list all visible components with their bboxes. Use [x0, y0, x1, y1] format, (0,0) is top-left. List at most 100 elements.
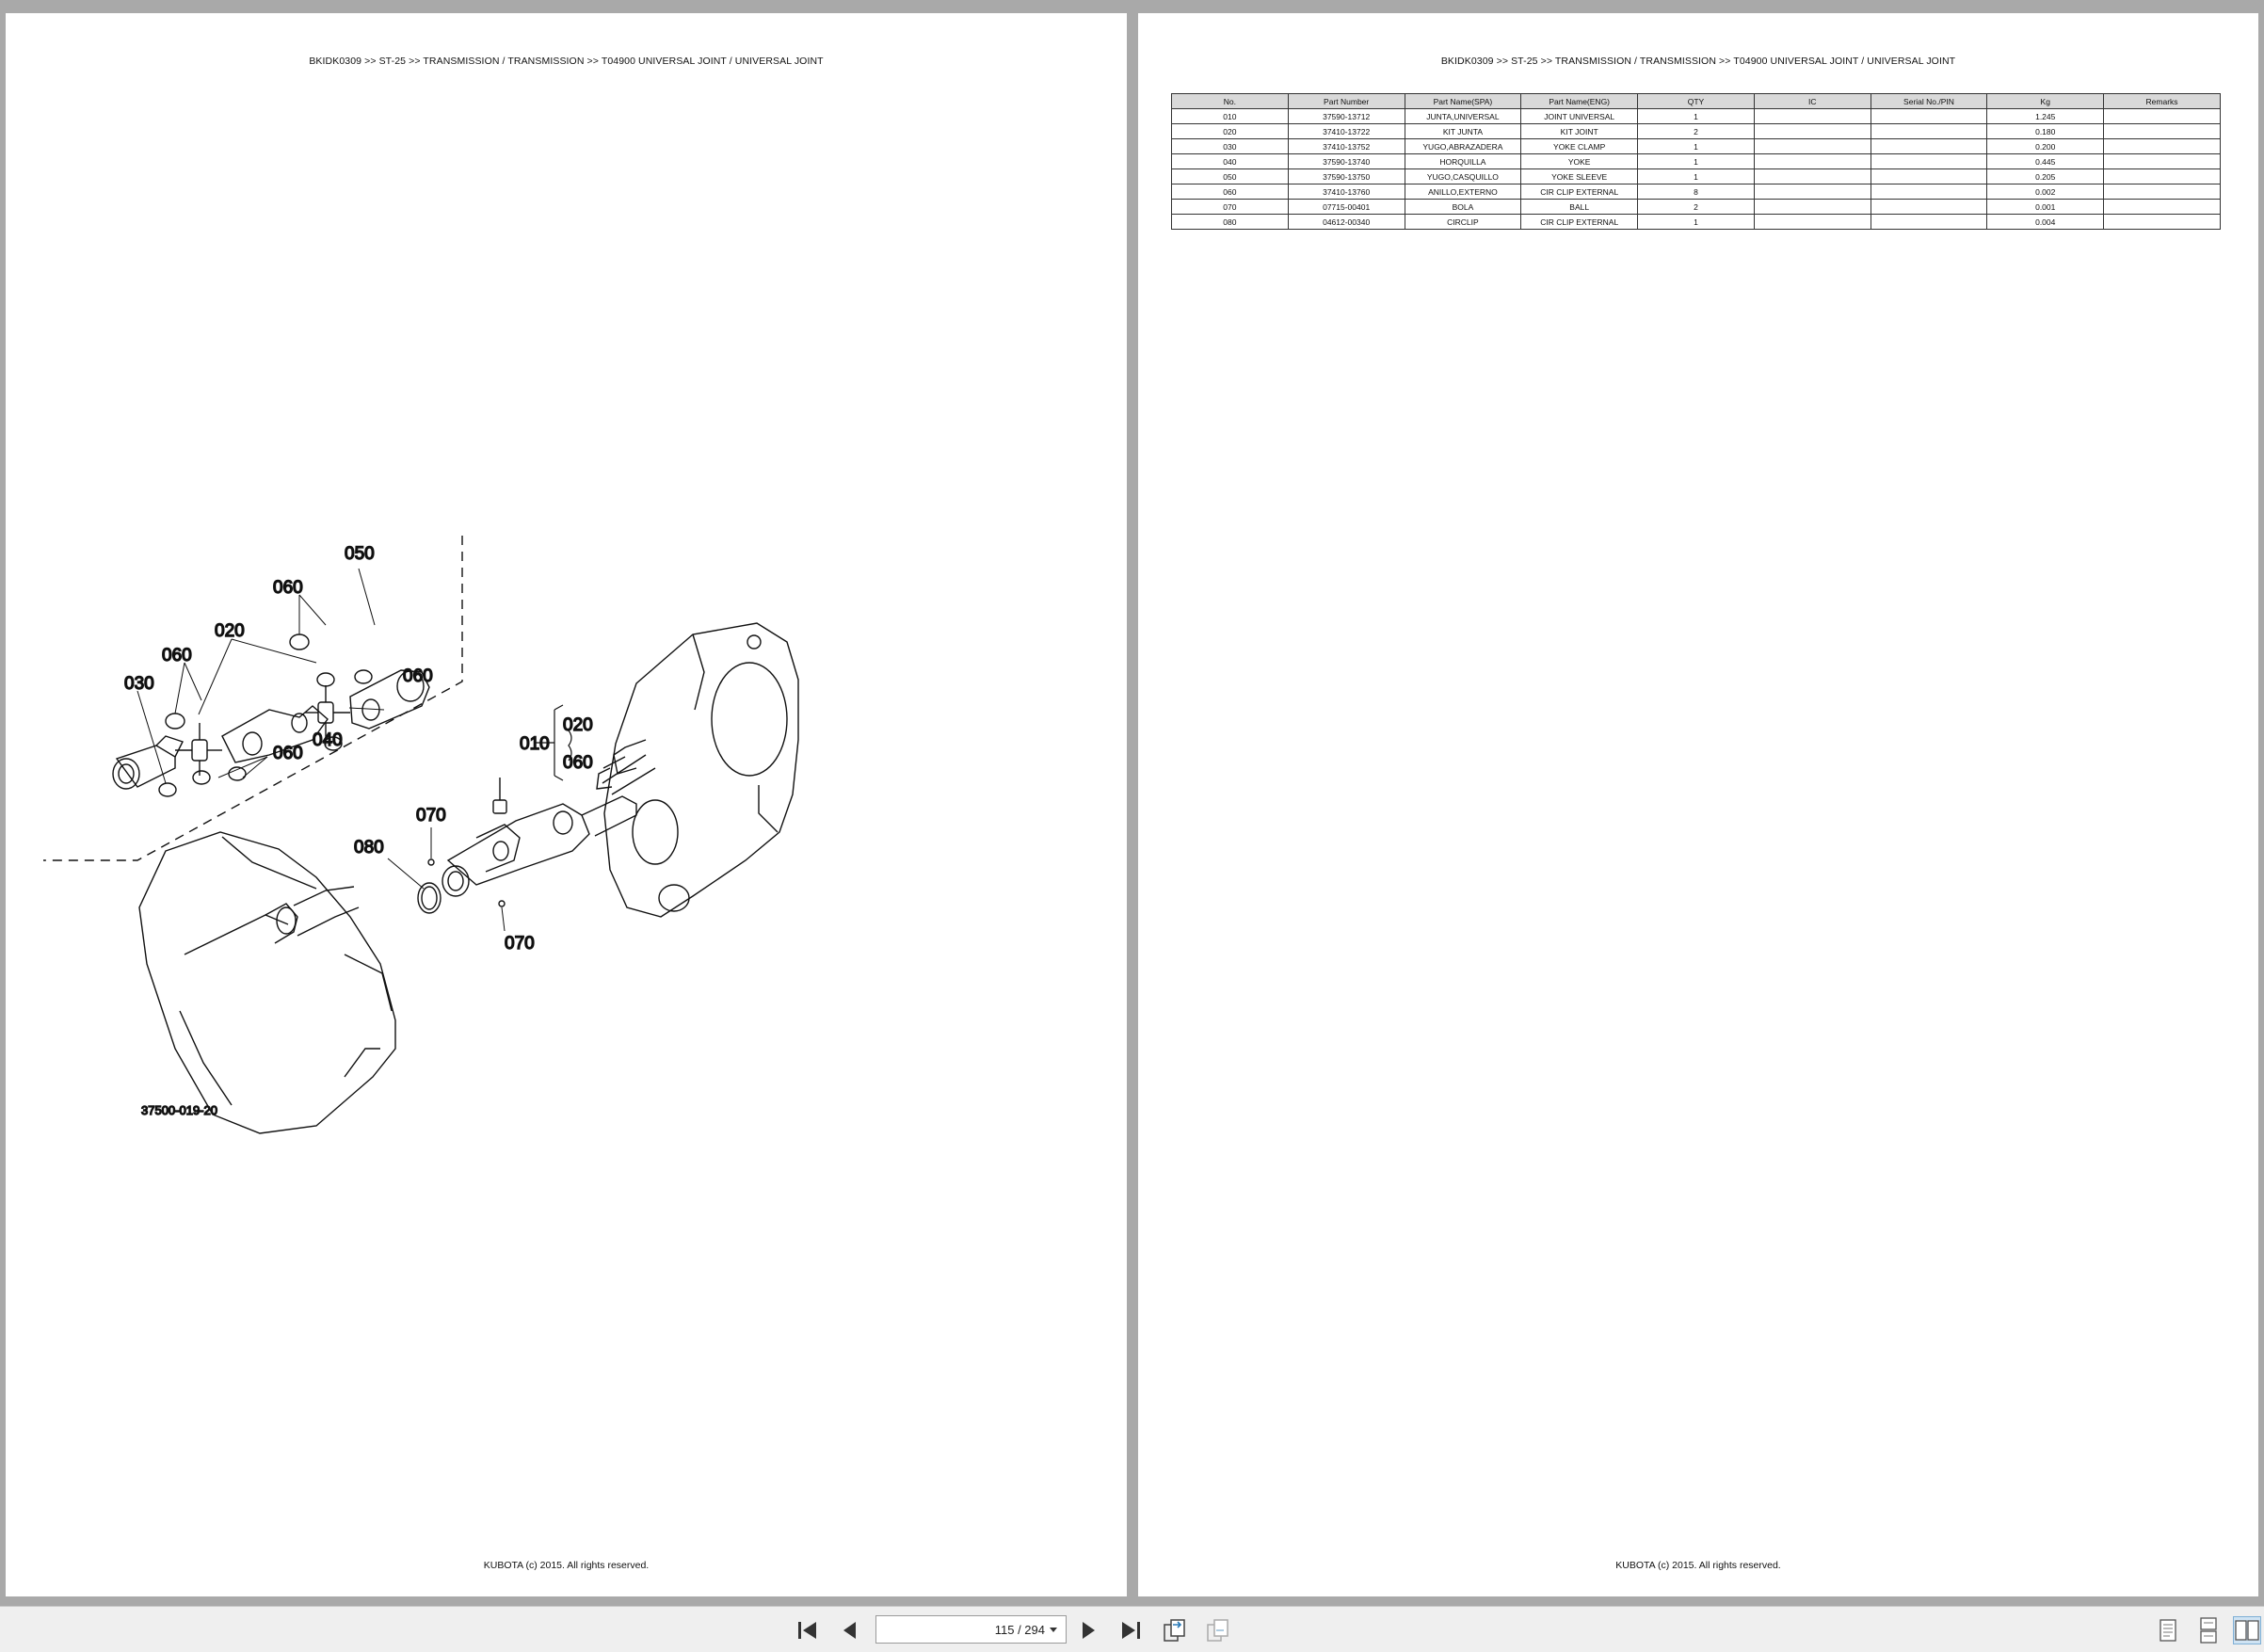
table-cell: HORQUILLA	[1404, 153, 1522, 169]
fit-page-button[interactable]	[1161, 1616, 1189, 1644]
table-cell: 0.205	[1986, 168, 2105, 184]
table-cell: 04612-00340	[1287, 214, 1405, 230]
leader-lines-middle	[387, 827, 506, 932]
table-header-row: No. Part Number Part Name(SPA) Part Name…	[1171, 93, 2221, 109]
table-cell: 030	[1171, 138, 1289, 154]
page-number-input[interactable]: 115 / 294	[875, 1615, 1067, 1644]
table-cell	[2103, 138, 2221, 154]
first-page-button[interactable]	[794, 1616, 822, 1644]
table-cell	[2103, 123, 2221, 139]
diagram-label: 020	[215, 621, 245, 641]
table-row: 020 37410-13722 KIT JUNTA KIT JOINT 2 0.…	[1171, 123, 2221, 139]
previous-page-button[interactable]	[835, 1616, 863, 1644]
diagram-label: 060	[403, 666, 433, 686]
next-page-button[interactable]	[1075, 1616, 1103, 1644]
table-cell	[2103, 214, 2221, 230]
table-cell: 040	[1171, 153, 1289, 169]
table-cell: 1	[1637, 153, 1755, 169]
single-page-view-button[interactable]	[2154, 1616, 2182, 1644]
table-cell: 0.200	[1986, 138, 2105, 154]
yoke-clamp-part	[112, 735, 184, 790]
table-cell: 070	[1171, 199, 1289, 215]
diagram-label: 060	[563, 753, 593, 773]
table-row: 070 07715-00401 BOLA BALL 2 0.001	[1171, 199, 2221, 215]
column-header: QTY	[1637, 93, 1755, 109]
two-page-view-button[interactable]	[2233, 1616, 2261, 1644]
table-cell	[1753, 108, 1871, 124]
table-cell: 2	[1637, 123, 1755, 139]
table-cell	[1753, 168, 1871, 184]
table-cell: 1	[1637, 214, 1755, 230]
table-cell: 37410-13722	[1287, 123, 1405, 139]
navigation-toolbar: 115 / 294	[0, 1606, 2264, 1652]
diagram-label: 070	[505, 934, 535, 954]
table-cell: YUGO,CASQUILLO	[1404, 168, 1522, 184]
diagram-label: 020	[563, 715, 593, 735]
column-header: Remarks	[2103, 93, 2221, 109]
ball-070-b	[498, 900, 506, 907]
table-cell: CIR CLIP EXTERNAL	[1520, 214, 1639, 230]
column-header: Part Number	[1287, 93, 1405, 109]
table-cell: 1	[1637, 138, 1755, 154]
table-cell: ANILLO,EXTERNO	[1404, 184, 1522, 200]
column-header: Kg	[1986, 93, 2105, 109]
table-cell: 050	[1171, 168, 1289, 184]
diagram-label: 070	[416, 806, 446, 826]
first-page-icon	[798, 1622, 816, 1639]
leader-lines-upper	[136, 568, 385, 784]
table-cell: YOKE SLEEVE	[1520, 168, 1639, 184]
column-header: Part Name(SPA)	[1404, 93, 1522, 109]
table-cell: 020	[1171, 123, 1289, 139]
diagram-label: 040	[313, 730, 343, 750]
chevron-down-icon	[1050, 1628, 1057, 1632]
table-row: 010 37590-13712 JUNTA,UNIVERSAL JOINT UN…	[1171, 108, 2221, 124]
table-cell: JOINT UNIVERSAL	[1520, 108, 1639, 124]
table-cell	[1753, 153, 1871, 169]
table-cell: 37590-13750	[1287, 168, 1405, 184]
output-shaft	[602, 754, 656, 795]
page-indicator: 115 / 294	[994, 1622, 1045, 1637]
table-cell	[1870, 138, 1988, 154]
table-cell	[1753, 123, 1871, 139]
table-row: 060 37410-13760 ANILLO,EXTERNO CIR CLIP …	[1171, 184, 2221, 200]
table-cell	[1870, 108, 1988, 124]
table-cell: 2	[1637, 199, 1755, 215]
document-viewer[interactable]: BKIDK0309 >> ST-25 >> TRANSMISSION / TRA…	[0, 0, 2264, 1606]
table-cell: 37590-13740	[1287, 153, 1405, 169]
table-cell	[1870, 168, 1988, 184]
table-cell: 0.445	[1986, 153, 2105, 169]
table-cell: JUNTA,UNIVERSAL	[1404, 108, 1522, 124]
table-row: 030 37410-13752 YUGO,ABRAZADERA YOKE CLA…	[1171, 138, 2221, 154]
table-cell	[1753, 214, 1871, 230]
fit-page-icon	[1164, 1619, 1185, 1642]
single-page-icon	[2160, 1619, 2176, 1642]
table-cell	[1870, 199, 1988, 215]
universal-joint-assembly	[442, 778, 637, 897]
table-cell: CIR CLIP EXTERNAL	[1520, 184, 1639, 200]
table-cell: 1	[1637, 108, 1755, 124]
page-breadcrumb: BKIDK0309 >> ST-25 >> TRANSMISSION / TRA…	[1440, 56, 1956, 67]
table-cell: 8	[1637, 184, 1755, 200]
continuous-icon	[2200, 1617, 2217, 1644]
table-cell	[2103, 184, 2221, 200]
page-breadcrumb: BKIDK0309 >> ST-25 >> TRANSMISSION / TRA…	[309, 56, 824, 67]
cross-joint-1	[175, 723, 222, 776]
table-cell: 080	[1171, 214, 1289, 230]
fit-width-icon	[1207, 1619, 1228, 1642]
column-header: IC	[1753, 93, 1871, 109]
last-page-button[interactable]	[1116, 1616, 1145, 1644]
page-footer: KUBOTA (c) 2015. All rights reserved.	[483, 1560, 650, 1571]
table-cell: 010	[1171, 108, 1289, 124]
table-cell: YOKE CLAMP	[1520, 138, 1639, 154]
table-cell	[1753, 138, 1871, 154]
table-cell	[1870, 184, 1988, 200]
continuous-view-button[interactable]	[2194, 1616, 2223, 1644]
page-left: BKIDK0309 >> ST-25 >> TRANSMISSION / TRA…	[6, 13, 1127, 1596]
table-cell: KIT JUNTA	[1404, 123, 1522, 139]
table-row: 080 04612-00340 CIRCLIP CIR CLIP EXTERNA…	[1171, 214, 2221, 230]
fit-width-button[interactable]	[1204, 1616, 1232, 1644]
table-cell: 37410-13760	[1287, 184, 1405, 200]
diagram-label: 050	[345, 544, 375, 564]
table-cell	[2103, 153, 2221, 169]
assembly-bracket	[535, 704, 572, 781]
